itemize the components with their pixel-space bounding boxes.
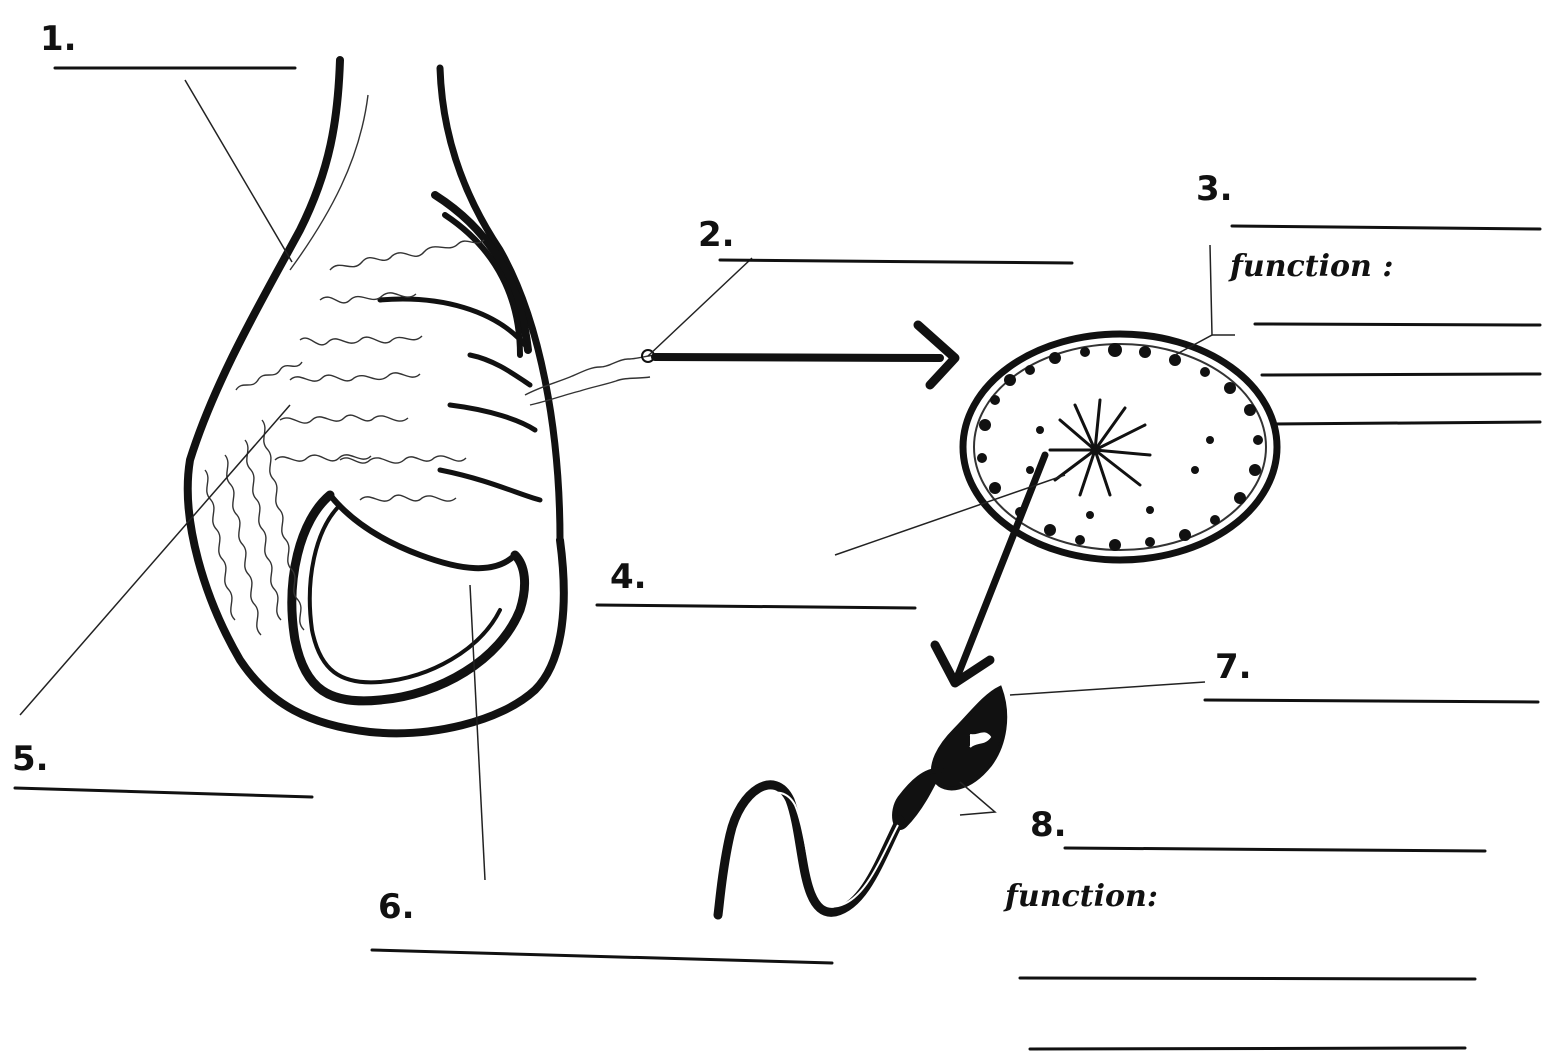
- answer-blanks: [15, 68, 1540, 1049]
- tunica-fold: [330, 495, 515, 568]
- tubule-texture: [275, 240, 484, 501]
- sperm-head: [933, 688, 1005, 788]
- tubule-wall: [963, 334, 1277, 560]
- lobule-line: [470, 355, 530, 385]
- lobule-line: [450, 405, 535, 430]
- blank-6: [372, 950, 832, 963]
- label-2: 2.: [698, 218, 735, 252]
- blank-3-function-2: [1262, 374, 1540, 375]
- leader-8: [960, 782, 995, 815]
- blank-8: [1065, 848, 1485, 851]
- blank-8-function-1: [1020, 978, 1475, 979]
- sperm-tails-lumen: [1050, 400, 1150, 495]
- function-label-8: function:: [1005, 882, 1158, 912]
- label-1: 1.: [40, 22, 77, 56]
- blank-8-function-2: [1030, 1048, 1465, 1049]
- blank-2: [720, 260, 1072, 263]
- lobule-line: [440, 470, 540, 500]
- label-3: 3.: [1196, 172, 1233, 206]
- cord-inner-line: [290, 95, 368, 270]
- label-4: 4.: [610, 560, 647, 594]
- blank-5: [15, 788, 312, 797]
- blank-7: [1205, 700, 1538, 702]
- label-7: 7.: [1215, 650, 1252, 684]
- label-6: 6.: [378, 890, 415, 924]
- function-label-3: function :: [1230, 252, 1393, 282]
- tunica-vaginalis-inner: [310, 505, 500, 682]
- sperm-tail-inner: [738, 793, 898, 907]
- leader-6: [470, 585, 485, 880]
- arrow-to-cross-section: [655, 325, 955, 385]
- leader-1: [185, 80, 292, 262]
- blank-3: [1232, 226, 1540, 229]
- leader-2: [648, 258, 752, 356]
- leader-lines: [20, 80, 1235, 880]
- blank-3-function-1: [1255, 324, 1540, 325]
- blank-3-function-3: [1272, 422, 1540, 424]
- sperm-cell: [718, 688, 1005, 915]
- label-5: 5.: [12, 742, 49, 776]
- blank-4: [597, 605, 915, 608]
- leader-3: [1175, 245, 1212, 355]
- testis-drawing: [188, 60, 658, 733]
- label-8: 8.: [1030, 808, 1067, 842]
- sperm-tail: [718, 785, 900, 915]
- tubule-cross-section: [963, 334, 1277, 560]
- leader-7: [1010, 682, 1205, 695]
